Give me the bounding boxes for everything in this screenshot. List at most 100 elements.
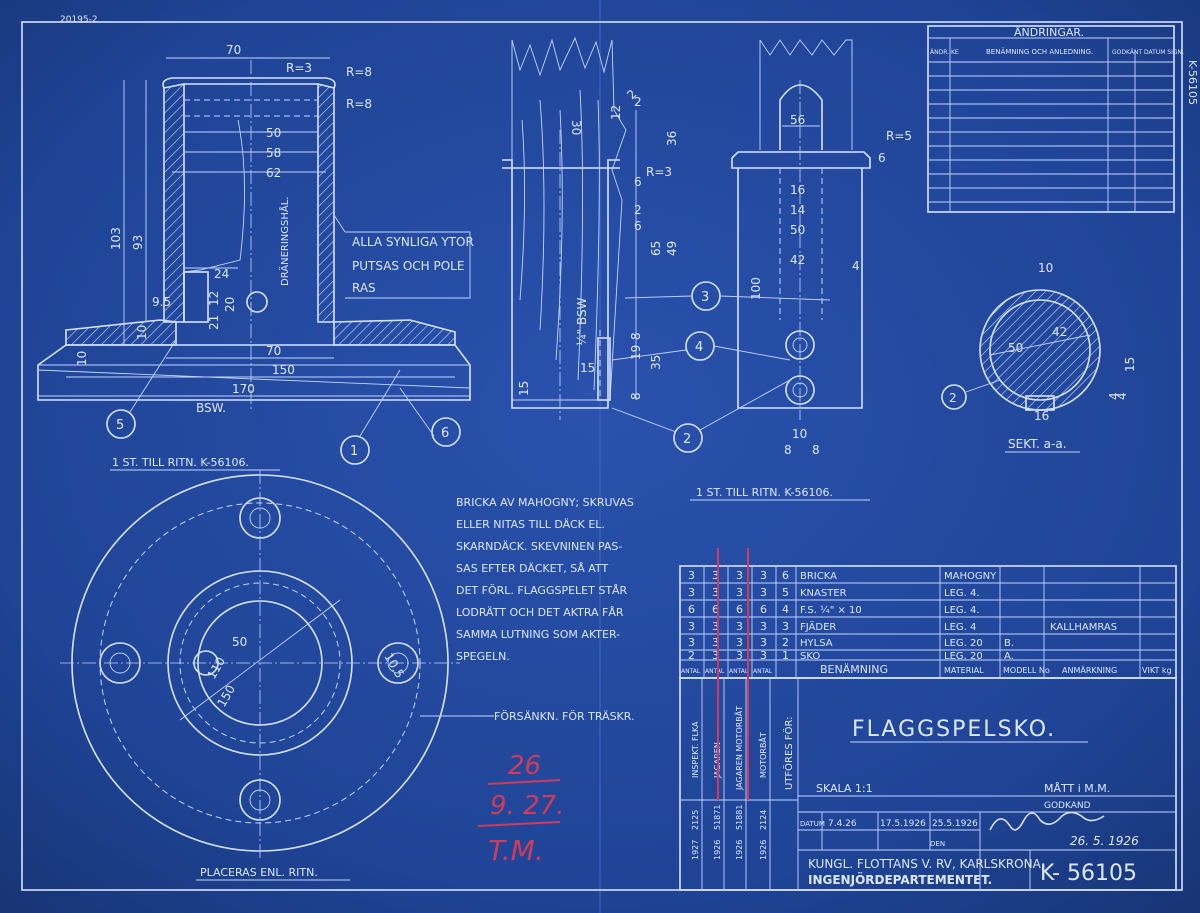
approved-date: 26. 5. 1926	[1070, 834, 1139, 848]
svg-text:LODRÄTT OCH DET AKTRA FÅR: LODRÄTT OCH DET AKTRA FÅR	[456, 606, 624, 619]
dim-15a: 15	[517, 381, 531, 396]
countersink-note: FÖRSÄNKN. FÖR TRÄSKR.	[494, 710, 635, 723]
parts-cell-r5-c7: A.	[1004, 651, 1014, 662]
dim-65: 65	[649, 241, 663, 256]
parts-cell-r5-c2: 3	[736, 649, 743, 662]
parts-cell-r4-c2: 3	[736, 636, 743, 649]
rev-order-4: 2124	[759, 810, 768, 830]
den-row-label: DEN	[930, 840, 945, 848]
dim-2a: 2	[634, 95, 642, 109]
view-spring: 56 R=5 6 16 14 50 42 4 100 10 8 8	[731, 39, 912, 457]
note-surfaces-1: ALLA SYNLIGA YTOR	[352, 235, 474, 249]
rev-date-1: 7.4.26	[828, 819, 857, 829]
dim-12: 12	[207, 291, 221, 306]
parts-cell-r3-c4: 3	[782, 620, 789, 633]
balloon-4: 4	[695, 340, 703, 355]
dim-93: 93	[131, 235, 145, 250]
parts-cell-r2-c6: LEG. 4.	[944, 605, 980, 616]
parts-cell-r3-c6: LEG. 4	[944, 622, 976, 633]
dim-2: 21	[207, 315, 221, 330]
dim-6a: 6	[634, 175, 642, 189]
red-mark-26: 26	[508, 751, 541, 781]
rev-order-1: 2125	[691, 810, 700, 830]
parts-cell-r5-c3: 3	[760, 649, 767, 662]
dim-10c: 10	[792, 427, 807, 441]
dim-30: 30	[569, 120, 583, 135]
dim-100: 100	[749, 277, 763, 300]
balloon-3: 3	[701, 290, 709, 305]
parts-cell-r3-c0: 3	[688, 620, 695, 633]
note-mahogany: BRICKA AV MAHOGNY; SKRUVAS ELLER NITAS T…	[456, 496, 634, 663]
parts-cell-r2-c1: 6	[712, 603, 719, 616]
date-row-label: DATUM	[800, 820, 825, 828]
parts-cell-r5-c4: 1	[782, 649, 789, 662]
parts-cell-r3-c3: 3	[760, 620, 767, 633]
parts-cell-r0-c5: BRICKA	[800, 571, 837, 582]
parts-cell-r3-c2: 3	[736, 620, 743, 633]
parts-header-2: ANTAL	[729, 668, 749, 675]
parts-cell-r4-c3: 3	[760, 636, 767, 649]
plan-dim-50: 50	[232, 635, 247, 649]
top-left-stamp: 20195-2	[60, 15, 98, 25]
drawing-title: FLAGGSPELSKO.	[852, 717, 1056, 742]
parts-header-8: ANMÄRKNING	[1062, 665, 1117, 675]
parts-cell-r1-c1: 3	[712, 586, 719, 599]
changes-col2: BENÄMNING OCH ANLEDNING.	[986, 47, 1093, 56]
title-block: UTFÖRES FÖR: INSPEKT. FLKA JAGAREN JAGAR…	[679, 677, 1177, 891]
units-label: MÅTT i M.M.	[1044, 782, 1110, 795]
dim-50b: 50	[790, 223, 805, 237]
side-number-right: K-56105	[1186, 60, 1199, 105]
rev-year-4: 1926	[759, 840, 768, 860]
parts-cell-r1-c6: LEG. 4.	[944, 588, 980, 599]
dim-r8-side: R=8	[346, 65, 372, 79]
dim-170: 170	[232, 382, 255, 396]
parts-cell-r0-c6: MAHOGNY	[944, 571, 997, 582]
view-section-aa: 50 42 10 15 4 4 16 SEKT. a-a.	[979, 261, 1137, 453]
balloon-1: 1	[350, 444, 358, 459]
ref-k56106-right: 1 ST. TILL RITN. K-56106.	[696, 486, 833, 499]
dim-20: 20	[223, 297, 237, 312]
parts-cell-r1-c5: KNASTER	[800, 588, 847, 599]
parts-cell-r4-c5: HYLSA	[800, 638, 833, 649]
svg-text:SAMMA LUTNING SOM AKTER-: SAMMA LUTNING SOM AKTER-	[456, 628, 620, 641]
parts-header-6: MATERIAL	[944, 666, 984, 675]
rev-year-3: 1926	[735, 840, 744, 860]
rev-order-2: 51871	[713, 805, 722, 830]
rev-date-3: 25.5.1926	[932, 819, 978, 829]
sec-dim-4b: 4	[1115, 392, 1129, 400]
drawing-number: K- 56105	[1040, 861, 1137, 886]
dim-8c: 8	[784, 443, 792, 457]
dim-150: 150	[272, 363, 295, 377]
section-label: SEKT. a-a.	[1008, 437, 1067, 451]
dim-12b: 12	[609, 105, 623, 120]
svg-text:SPEGELN.: SPEGELN.	[456, 650, 510, 663]
ref-k56106-left: 1 ST. TILL RITN. K-56106.	[112, 456, 249, 469]
parts-cell-r2-c0: 6	[688, 603, 695, 616]
view-sleeve-wood: 36 2 2 6 R=3 6 65 49 ¼" BSW 8 19 35 8 15…	[502, 36, 679, 420]
parts-cell-r5-c6: LEG. 20	[944, 651, 983, 662]
changes-col1: ÄNDR. KE	[930, 49, 959, 56]
dim-4: 4	[852, 259, 860, 273]
signature	[989, 811, 1105, 831]
svg-text:SAS EFTER DÄCKET, SÅ ATT: SAS EFTER DÄCKET, SÅ ATT	[456, 562, 608, 575]
parts-cell-r2-c3: 6	[760, 603, 767, 616]
rev-order-3: 51881	[735, 805, 744, 830]
parts-header-9: VIKT kg	[1142, 666, 1172, 675]
parts-cell-r1-c3: 3	[760, 586, 767, 599]
drain-hole-label: DRÄNERINGSHÅL.	[278, 197, 291, 286]
parts-cell-r3-c8: KALLHAMRAS	[1050, 622, 1117, 633]
note-surfaces-3: RAS	[352, 281, 376, 295]
rev-year-2: 1926	[713, 840, 722, 860]
changes-col3: GODKÄNT DATUM SIGN.	[1112, 49, 1184, 56]
dim-r3: R=3	[286, 61, 312, 75]
parts-cell-r5-c0: 2	[688, 649, 695, 662]
parts-cell-r0-c0: 3	[688, 569, 695, 582]
parts-cell-r2-c4: 4	[782, 603, 789, 616]
balloon-2a: 2	[683, 432, 691, 447]
parts-header-0: ANTAL	[681, 668, 701, 675]
rev-year-1: 1927	[691, 840, 700, 860]
rev-date-2: 17.5.1926	[880, 819, 926, 829]
sec-dim-10: 10	[1038, 261, 1053, 275]
